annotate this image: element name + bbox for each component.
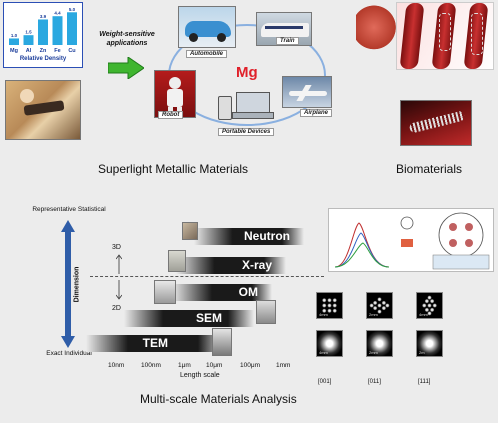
diffraction-pattern: 4mm (316, 292, 343, 319)
dimension-divider (90, 276, 324, 277)
diffraction-pattern: 4mm (316, 330, 343, 357)
diffraction-pattern: 2mm (366, 292, 393, 319)
band-neutron: Neutron (194, 228, 304, 245)
automobile-photo (178, 6, 236, 48)
airplane-photo (282, 76, 332, 108)
train-caption: Train (276, 37, 299, 45)
biomaterials-title: Biomaterials (396, 162, 463, 176)
diffraction-curves (334, 212, 490, 270)
automobile-caption: Automobile (186, 50, 227, 58)
band-tem: TEM (86, 335, 226, 352)
tick-100um: 100μm (240, 362, 261, 369)
tick-10nm: 10nm (108, 362, 125, 369)
om-instrument-photo (154, 280, 176, 304)
density-value-fe: 4.4 (54, 11, 61, 16)
diffraction-scale-label: 4mm (319, 312, 328, 317)
sem-instrument-photo (256, 300, 276, 324)
heart-photo (356, 4, 396, 56)
vessel-photo (400, 100, 472, 146)
band-om: OM (172, 284, 272, 301)
density-category-al: Al (26, 48, 32, 54)
stent-photo (396, 2, 494, 70)
tick-1mm: 1mm (276, 362, 291, 369)
band-xray: X-ray (176, 257, 286, 274)
axis-bottom-label: Exact Individual (46, 350, 92, 357)
mg-label: Mg (236, 64, 258, 81)
tick-1um: 1μm (178, 362, 191, 369)
density-bar-zn (38, 19, 48, 45)
tem-instrument-photo (212, 328, 232, 356)
in-situ-diffraction-figure (328, 208, 494, 272)
portable-devices-caption: Portable Devices (218, 128, 275, 136)
density-value-cu: 5.0 (69, 7, 76, 12)
portable-devices-photo (218, 90, 274, 124)
vertical-double-arrow-icon (61, 220, 75, 348)
label-2d: 2D (112, 305, 121, 312)
robot-photo (154, 70, 196, 118)
up-arrow-icon (116, 254, 122, 274)
density-chart-label: Relative Density (19, 56, 67, 62)
zone-111: [111] (418, 379, 431, 385)
analysis-title: Multi-scale Materials Analysis (140, 392, 297, 406)
density-bar-cu (67, 12, 77, 45)
density-bar-fe (52, 16, 63, 45)
axis-top-label: Representative Statistical (32, 206, 106, 213)
density-category-fe: Fe (54, 48, 60, 54)
length-scale-label: Length scale (180, 372, 220, 379)
tick-100nm: 100nm (141, 362, 161, 369)
density-value-mg: 1.0 (11, 33, 18, 38)
tick-10um: 10μm (206, 362, 223, 369)
diffraction-scale-label: 2m (419, 350, 425, 355)
label-3d: 3D (112, 244, 121, 251)
dimension-label: Dimension (73, 266, 81, 303)
density-value-zn: 3.9 (40, 14, 47, 19)
xray-instrument-photo (168, 250, 186, 272)
diffraction-pattern: 2m (416, 330, 443, 357)
density-bars: 1.0Mg 1.5Al 3.9Zn 4.4Fe 5.0Cu (9, 7, 77, 54)
diffraction-pattern: 2mm (366, 330, 393, 357)
down-arrow-icon (116, 280, 122, 300)
neutron-instrument-photo (182, 222, 198, 240)
density-bar-mg (9, 38, 19, 45)
diffraction-scale-label: 2mm (369, 350, 378, 355)
density-category-mg: Mg (10, 48, 18, 54)
gymnast-photo (5, 80, 81, 140)
diffraction-scale-label: 4mm (319, 350, 328, 355)
diffraction-scale-label: 4mm (419, 312, 428, 317)
zone-011: [011] (368, 379, 381, 385)
airplane-caption: Airplane (300, 109, 333, 117)
applications-arrow-label: Weight-sensitive applications (99, 31, 155, 47)
density-category-cu: Cu (68, 48, 75, 54)
band-sem: SEM (124, 310, 254, 327)
green-right-arrow-icon (108, 57, 144, 79)
density-bar-al (23, 35, 34, 45)
robot-caption: Robot (158, 111, 184, 119)
density-value-al: 1.5 (25, 30, 32, 35)
diffraction-pattern: 4mm (416, 292, 443, 319)
diffraction-scale-label: 2mm (369, 312, 378, 317)
superlight-title: Superlight Metallic Materials (98, 162, 249, 176)
zone-001: [001] (318, 379, 332, 385)
density-category-zn: Zn (40, 48, 47, 54)
